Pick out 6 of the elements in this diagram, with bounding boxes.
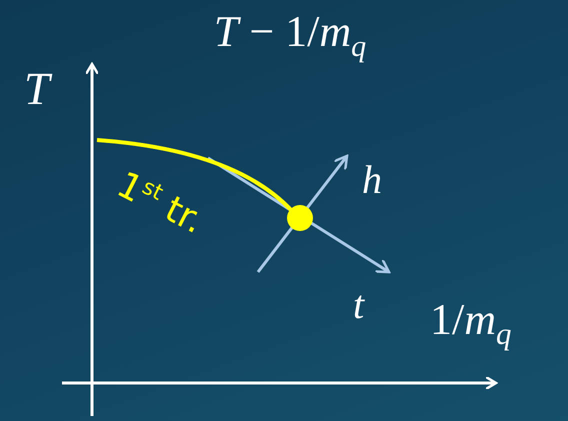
axis-label: 1/m$_{q}$ bbox=[430, 298, 512, 350]
arrow-label: t bbox=[353, 285, 364, 325]
arrow-label: h bbox=[362, 160, 382, 200]
axis-label: T bbox=[24, 66, 50, 112]
curve-label: 1$^{st}$ tr. bbox=[111, 166, 210, 240]
diagram-title: T − 1/m$_{q}$ bbox=[212, 6, 368, 64]
